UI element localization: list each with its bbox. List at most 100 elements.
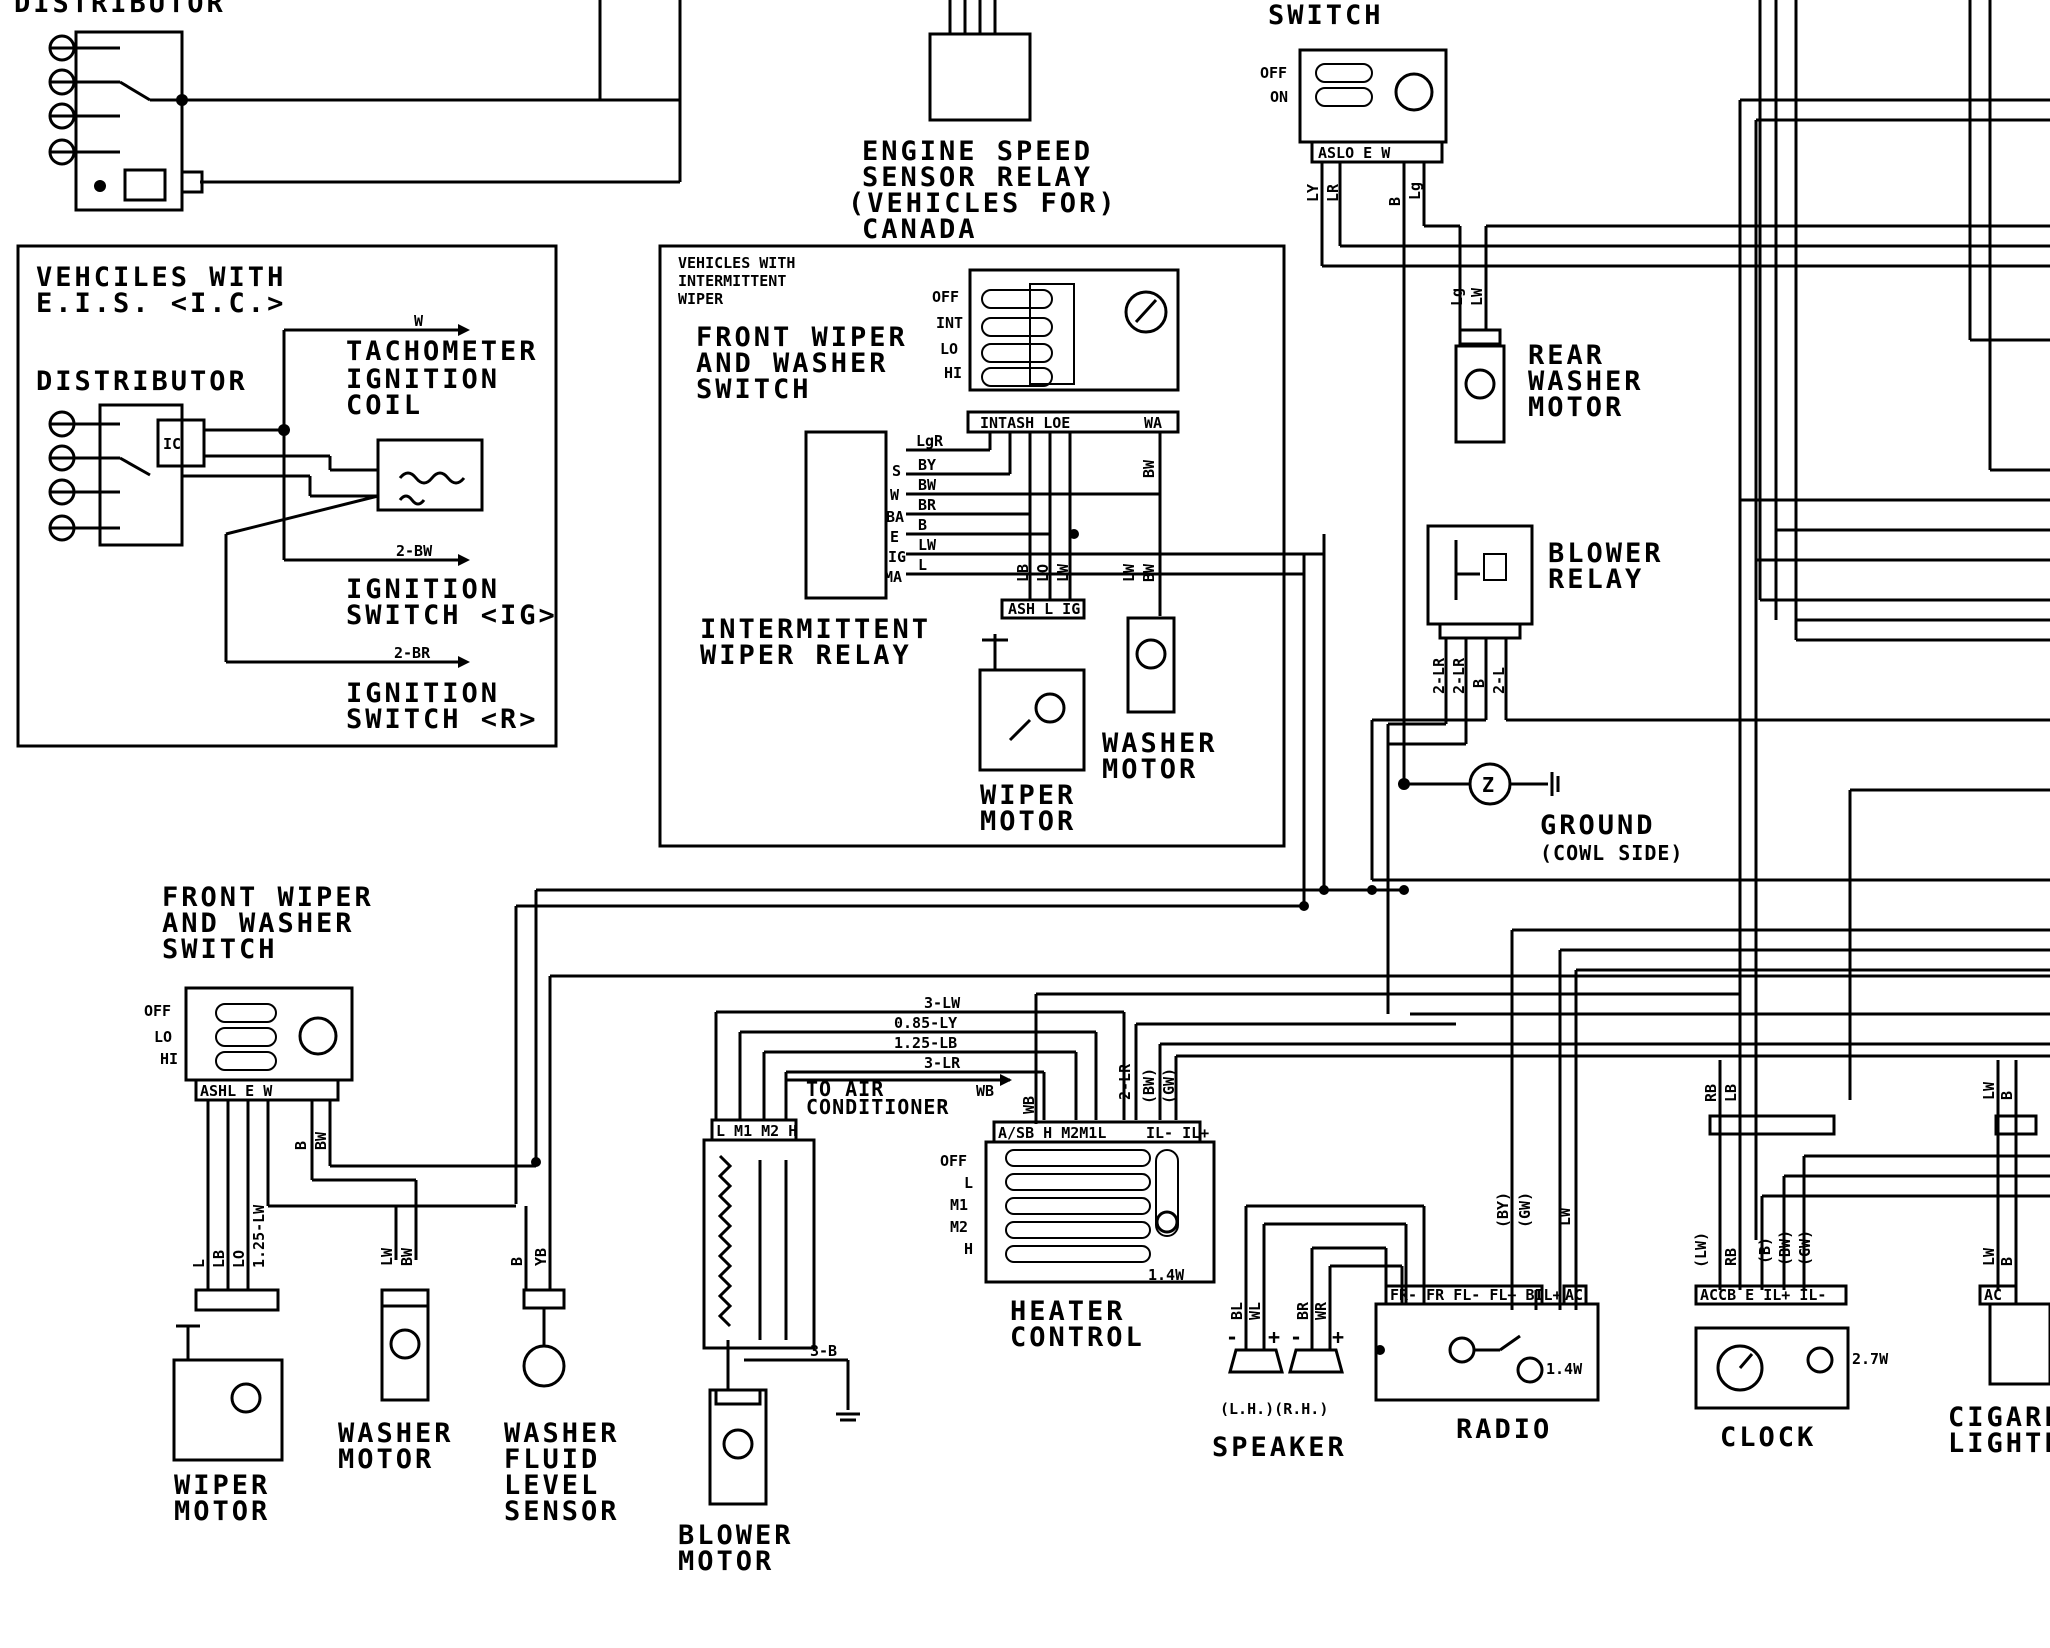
intermittent-wiper-section: VEHICLES WITH INTERMITTENT WIPER FRONT W… bbox=[658, 244, 1324, 848]
blower-relay-label2: RELAY bbox=[1548, 564, 1644, 595]
washer2-label2: MOTOR bbox=[338, 1444, 434, 1475]
tachometer-label: TACHOMETER bbox=[346, 336, 539, 367]
radio-label: RADIO bbox=[1456, 1414, 1552, 1445]
heater-pins-right: IL- IL+ bbox=[1146, 1124, 1209, 1142]
heater-label2: CONTROL bbox=[1010, 1322, 1145, 1353]
wire-2lr-a: 2-LR bbox=[1430, 657, 1448, 694]
wire-lw-clock: (LW) bbox=[1692, 1232, 1710, 1268]
relay-pin-w: W bbox=[890, 486, 900, 504]
wire-lw-washer2: LW bbox=[378, 1247, 396, 1266]
eis-distributor: IC bbox=[48, 403, 206, 547]
wire-lw-vert: LW bbox=[1054, 563, 1072, 582]
wire-rb-clock: RB bbox=[1722, 1248, 1740, 1266]
wiper-motor-int bbox=[978, 668, 1086, 772]
wire-b: B bbox=[918, 516, 927, 534]
fluid-label4: SENSOR bbox=[504, 1496, 620, 1527]
engine-speed-sensor-relay: ENGINE SPEED SENSOR RELAY (VEHICLES FOR)… bbox=[848, 0, 1115, 245]
intermittent-wiper-relay bbox=[804, 430, 888, 600]
wire-bw-washer: BW bbox=[1140, 563, 1158, 582]
wire-b-cig: B bbox=[1998, 1091, 2016, 1100]
clock-label: CLOCK bbox=[1720, 1422, 1816, 1453]
ignition-coil-label2: COIL bbox=[346, 390, 423, 421]
fluid-label2: FLUID bbox=[504, 1444, 600, 1475]
fw2-switch: FRONT WIPER AND WASHER SWITCH OFF LO HI … bbox=[144, 882, 541, 1290]
wire-2lr-b: 2-LR bbox=[1450, 657, 1468, 694]
wire-lo-fw2: LO bbox=[230, 1250, 248, 1268]
eis-section: VEHCILES WITH E.I.S. <I.C.> DISTRIBUTOR … bbox=[16, 244, 558, 748]
wire-l: L bbox=[918, 556, 927, 574]
wire-lw-cig: LW bbox=[1980, 1081, 1998, 1100]
relay-pin-e: E bbox=[890, 528, 899, 546]
distributor-label: DISTRIBUTOR bbox=[36, 366, 248, 397]
relay-pin-ig: IG bbox=[888, 548, 906, 566]
ignition-switch-ig-label1: IGNITION bbox=[346, 574, 500, 605]
eis-header-line1: VEHCILES WITH bbox=[36, 262, 286, 293]
wire-3lr: 3-LR bbox=[924, 1054, 961, 1072]
rear-wiper-switch: SWITCH OFF ON ASLO E W LY LR B Lg bbox=[1260, 0, 2050, 780]
main-bus bbox=[514, 534, 2050, 1310]
wire-bw-paren: (BW) bbox=[1140, 1068, 1158, 1104]
wire-wl: WL bbox=[1246, 1302, 1264, 1320]
wire-lo: LO bbox=[1034, 564, 1052, 582]
ignition-switch-r-label1: IGNITION bbox=[346, 678, 500, 709]
fw2-pos-hi: HI bbox=[160, 1050, 178, 1068]
wire-lg: Lg bbox=[1406, 182, 1424, 200]
washer-motor-lower: WASHER MOTOR bbox=[338, 1288, 451, 1475]
washer-motor-label2: MOTOR bbox=[1102, 754, 1198, 785]
ignition-coil-label1: IGNITION bbox=[346, 364, 500, 395]
heater-bulb: 1.4W bbox=[1148, 1266, 1185, 1284]
wire-gw-clock: (GW) bbox=[1796, 1230, 1814, 1266]
wire-lgr: LgR bbox=[916, 432, 944, 450]
wire-lg-rear: Lg bbox=[1448, 288, 1466, 306]
to-ac-label2: CONDITIONER bbox=[806, 1095, 949, 1119]
wire-085ly: 0.85-LY bbox=[894, 1014, 957, 1032]
washer-fluid-level-sensor: B YB WASHER FLUID LEVEL SENSOR bbox=[504, 1130, 620, 1527]
wire-bw-vert: BW bbox=[1140, 459, 1158, 478]
eis-header-line2: E.I.S. <I.C.> bbox=[36, 288, 286, 319]
wire-lw-washer: LW bbox=[1120, 563, 1138, 582]
fw-switch-label3: SWITCH bbox=[696, 374, 812, 405]
wire-3lw: 3-LW bbox=[924, 994, 961, 1012]
switch-top-label: SWITCH bbox=[1268, 0, 1384, 31]
relay-pin-s: S bbox=[892, 462, 901, 480]
wire-3b: 3-B bbox=[810, 1342, 837, 1360]
wire-w-top: W bbox=[414, 312, 424, 330]
svg-text:-: - bbox=[1290, 1325, 1303, 1349]
radio-bulb: 1.4W bbox=[1546, 1360, 1583, 1378]
wire-gw-paren: (GW) bbox=[1160, 1068, 1178, 1104]
ignition-switch-ig-label2: SWITCH <IG> bbox=[346, 600, 558, 631]
wire-bw: BW bbox=[918, 476, 937, 494]
wire-bw-clock: (BW) bbox=[1776, 1230, 1794, 1266]
wire-b-cig2: B bbox=[1998, 1257, 2016, 1266]
radio: (BY) (GW) LW FR- FR FL- FL+ BIL+ AC 1.4W… bbox=[1374, 930, 1600, 1445]
wiper2-label1: WIPER bbox=[174, 1470, 270, 1501]
wire-lw-cig2: LW bbox=[1980, 1247, 1998, 1266]
rear-washer-label3: MOTOR bbox=[1528, 392, 1624, 423]
svg-text:+: + bbox=[1332, 1325, 1345, 1349]
wire-2bw: 2-BW bbox=[396, 542, 433, 560]
engine-speed-label1: ENGINE SPEED bbox=[862, 136, 1093, 167]
wire-lr: LR bbox=[1324, 183, 1342, 202]
wire-2lr-heater: 2-LR bbox=[1116, 1063, 1134, 1100]
clock-conn-pins: ACCB E IL+ IL- bbox=[1700, 1286, 1826, 1304]
fw2-pos-lo: LO bbox=[154, 1028, 172, 1046]
blower-conn-pins: L M1 M2 H bbox=[716, 1122, 797, 1140]
wire-wb-ac: WB bbox=[976, 1082, 994, 1100]
relay-pin-ba: BA bbox=[886, 508, 904, 526]
wire-2br: 2-BR bbox=[394, 644, 431, 662]
fw-switch-label2: AND WASHER bbox=[696, 348, 889, 379]
fw2-label3: SWITCH bbox=[162, 934, 278, 965]
heater-label1: HEATER bbox=[1010, 1296, 1126, 1327]
wire-by: BY bbox=[918, 456, 936, 474]
fw-int-pos-off: OFF bbox=[932, 288, 959, 306]
wire-b-sensor: B bbox=[508, 1257, 526, 1266]
wire-l-fw2: L bbox=[190, 1259, 208, 1268]
engine-speed-label2: SENSOR RELAY bbox=[862, 162, 1093, 193]
int-relay-label2: WIPER RELAY bbox=[700, 640, 912, 671]
fw-int-pos-lo: LO bbox=[940, 340, 958, 358]
fw-int-switch bbox=[968, 268, 1180, 392]
wire-br-spk: BR bbox=[1294, 1301, 1312, 1320]
radio-conn-pins: FR- FR FL- FL+ BIL+ bbox=[1390, 1286, 1562, 1304]
wiper-motor-int-pins: ASH L IG bbox=[1008, 600, 1080, 618]
wire-bw-washer2: BW bbox=[398, 1247, 416, 1266]
